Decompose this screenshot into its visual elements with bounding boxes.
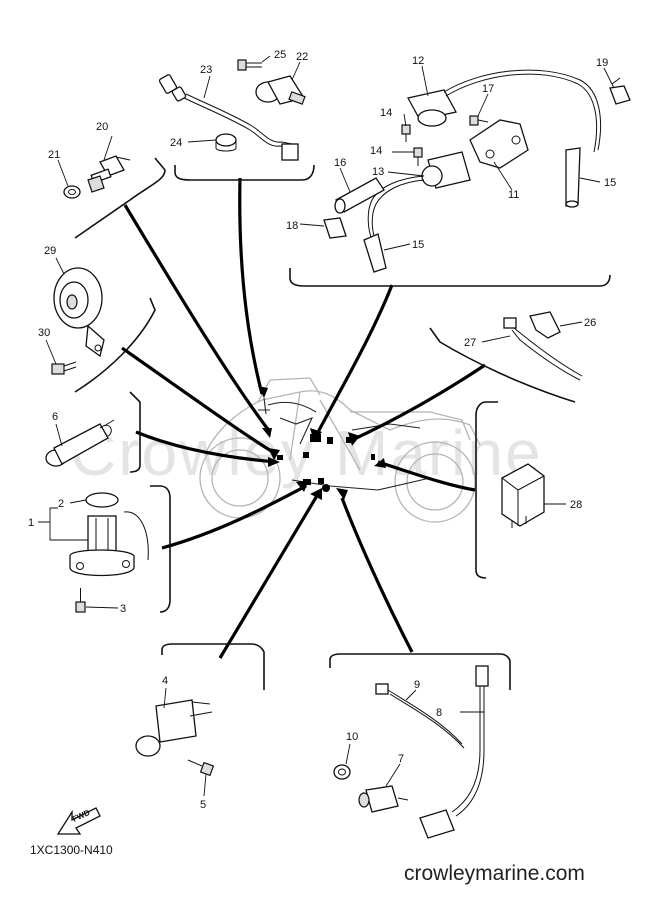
callout-29: 29 <box>44 245 56 257</box>
callout-6: 6 <box>52 411 58 423</box>
group-leaders <box>121 177 486 659</box>
part-27-band <box>503 317 583 381</box>
callout-22: 22 <box>296 51 308 63</box>
callout-9: 9 <box>414 679 420 691</box>
arrow-heads <box>258 386 386 500</box>
part-24-clamp <box>215 133 237 152</box>
callout-12: 12 <box>412 55 424 67</box>
part-30-bolt <box>51 361 77 375</box>
callout-28: 28 <box>570 499 582 511</box>
part-11-bracket <box>469 119 529 169</box>
part-29-horn <box>53 267 105 358</box>
callout-15a: 15 <box>412 239 424 251</box>
callout-5: 5 <box>200 799 206 811</box>
callout-26: 26 <box>584 317 596 329</box>
callout-11: 11 <box>508 189 519 201</box>
part-10-washer <box>333 764 351 780</box>
callout-24: 24 <box>170 137 182 149</box>
part-3-bolt <box>75 588 86 613</box>
callout-17: 17 <box>482 83 494 95</box>
callout-10: 10 <box>346 731 358 743</box>
part-7-sensor <box>358 785 409 813</box>
site-label: crowleymarine.com <box>404 862 585 885</box>
callout-7: 7 <box>398 753 404 765</box>
callout-13: 13 <box>372 166 384 178</box>
callout-15b: 15 <box>604 177 616 189</box>
callout-18: 18 <box>286 220 298 232</box>
diagram-code: 1XC1300-N410 <box>30 843 113 857</box>
part-15-plug-cap-b <box>565 147 581 208</box>
callout-numbers: 20 21 23 25 22 24 12 17 14 14 13 11 16 1… <box>28 49 616 811</box>
part-16-pipe <box>334 177 385 214</box>
part-20-sensor <box>87 155 131 193</box>
part-15-plug-cap-a <box>363 233 387 273</box>
callout-19: 19 <box>596 57 608 69</box>
callout-16: 16 <box>334 157 346 169</box>
part-19-clip <box>609 77 631 105</box>
fwd-arrow-icon: FWD <box>56 807 101 835</box>
part-26-clip <box>529 311 561 339</box>
part-1-switch <box>69 511 149 577</box>
callout-8: 8 <box>436 707 442 719</box>
callout-20: 20 <box>96 121 108 133</box>
part-8-lead <box>419 665 489 839</box>
part-12-ignition-coil <box>407 69 602 153</box>
callout-27: 27 <box>464 337 476 349</box>
part-9-band <box>375 683 465 749</box>
part-5-bolt <box>187 759 215 777</box>
part-22-sensor <box>255 75 306 105</box>
callout-21: 21 <box>48 149 60 161</box>
part-14-bolt-a <box>401 124 411 142</box>
part-6-sensor <box>45 419 115 467</box>
group-brackets <box>74 157 611 690</box>
callout-4: 4 <box>162 675 168 687</box>
callout-2: 2 <box>58 498 64 510</box>
callout-14a: 14 <box>380 107 392 119</box>
callout-14b: 14 <box>370 145 382 157</box>
part-18-clip <box>323 217 347 239</box>
part-4-switch <box>135 699 213 757</box>
part-21-washer <box>63 185 81 199</box>
callout-3: 3 <box>120 603 126 615</box>
callout-23: 23 <box>200 64 212 76</box>
callout-leaders <box>38 55 615 797</box>
part-23-lead <box>158 74 299 161</box>
callout-25: 25 <box>274 49 286 61</box>
part-2-o-ring <box>85 492 119 508</box>
part-14-bolt-b <box>413 147 423 166</box>
callout-1: 1 <box>28 517 34 529</box>
callout-30: 30 <box>38 327 50 339</box>
part-17-bolt <box>469 115 489 126</box>
part-13-ignition-coil <box>367 151 471 243</box>
part-25-bolt <box>237 59 262 71</box>
motorcycle-silhouette <box>199 377 481 523</box>
part-28-relay <box>501 463 545 528</box>
